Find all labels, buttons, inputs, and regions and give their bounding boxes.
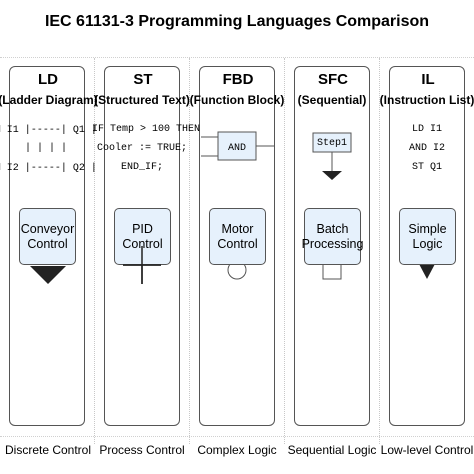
column-fbd-footer: Complex Logic xyxy=(197,443,277,457)
fbd-and-label: AND xyxy=(227,143,246,154)
column-il-subtitle: (Instruction List) xyxy=(379,93,474,107)
column-il-footer: Low-level Control xyxy=(380,443,474,457)
ld-code-line: | | | | xyxy=(24,143,67,154)
column-st-footer: Process Control xyxy=(99,443,185,457)
diagram-title: IEC 61131-3 Programming Languages Compar… xyxy=(44,13,430,30)
column-fbd-subtitle: (Function Block) xyxy=(189,93,285,107)
triangle-down-wide-icon xyxy=(30,266,66,284)
fbd-block-label: Motor Control xyxy=(217,221,258,251)
column-sfc-name: SFC xyxy=(318,71,348,88)
column-divider xyxy=(284,58,285,444)
column-sfc-subtitle: (Sequential) xyxy=(297,93,367,107)
st-code-line: END_IF; xyxy=(120,162,163,173)
column-divider xyxy=(189,58,190,444)
column-ld-footer: Discrete Control xyxy=(4,443,92,457)
fbd-and-block xyxy=(201,131,274,161)
il-code-line: LD I1 xyxy=(411,124,442,135)
footer-divider xyxy=(0,436,474,437)
header-divider xyxy=(0,57,474,58)
column-st-name: ST xyxy=(133,71,153,88)
st-function-block: PID Control xyxy=(114,208,171,265)
triangle-down-small-icon xyxy=(418,262,436,279)
fbd-function-block: Motor Control xyxy=(209,208,266,265)
sfc-function-block: Batch Processing xyxy=(301,208,364,265)
column-sfc-footer: Sequential Logic xyxy=(287,443,377,457)
column-il-name: IL xyxy=(421,71,435,88)
il-block-label: Simple Logic xyxy=(408,221,447,251)
column-divider xyxy=(379,58,380,444)
column-ld-name: LD xyxy=(38,71,58,88)
st-code-line: IF Temp > 100 THEN xyxy=(92,124,201,135)
sfc-step-label: Step1 xyxy=(316,138,347,149)
sfc-block-label: Batch Processing xyxy=(301,221,364,251)
sfc-step xyxy=(312,132,352,180)
st-block-label: PID Control xyxy=(122,221,163,251)
il-function-block: Simple Logic xyxy=(399,208,456,265)
ld-code-line: ‖ I2 |-----| Q2 | xyxy=(0,163,97,174)
ld-function-block: Conveyor Control xyxy=(19,208,76,265)
ld-code-line: ‖ I1 |-----| Q1 | xyxy=(0,125,97,136)
column-st-subtitle: (Structured Text) xyxy=(94,93,190,107)
column-divider xyxy=(94,58,95,444)
ld-block-label: Conveyor Control xyxy=(20,221,75,251)
st-code-line: Cooler := TRUE; xyxy=(96,143,187,154)
column-ld-subtitle: (Ladder Diagram) xyxy=(0,93,98,107)
il-code-line: ST Q1 xyxy=(411,162,442,173)
column-fbd-name: FBD xyxy=(222,71,254,88)
il-code-line: AND I2 xyxy=(408,143,445,154)
